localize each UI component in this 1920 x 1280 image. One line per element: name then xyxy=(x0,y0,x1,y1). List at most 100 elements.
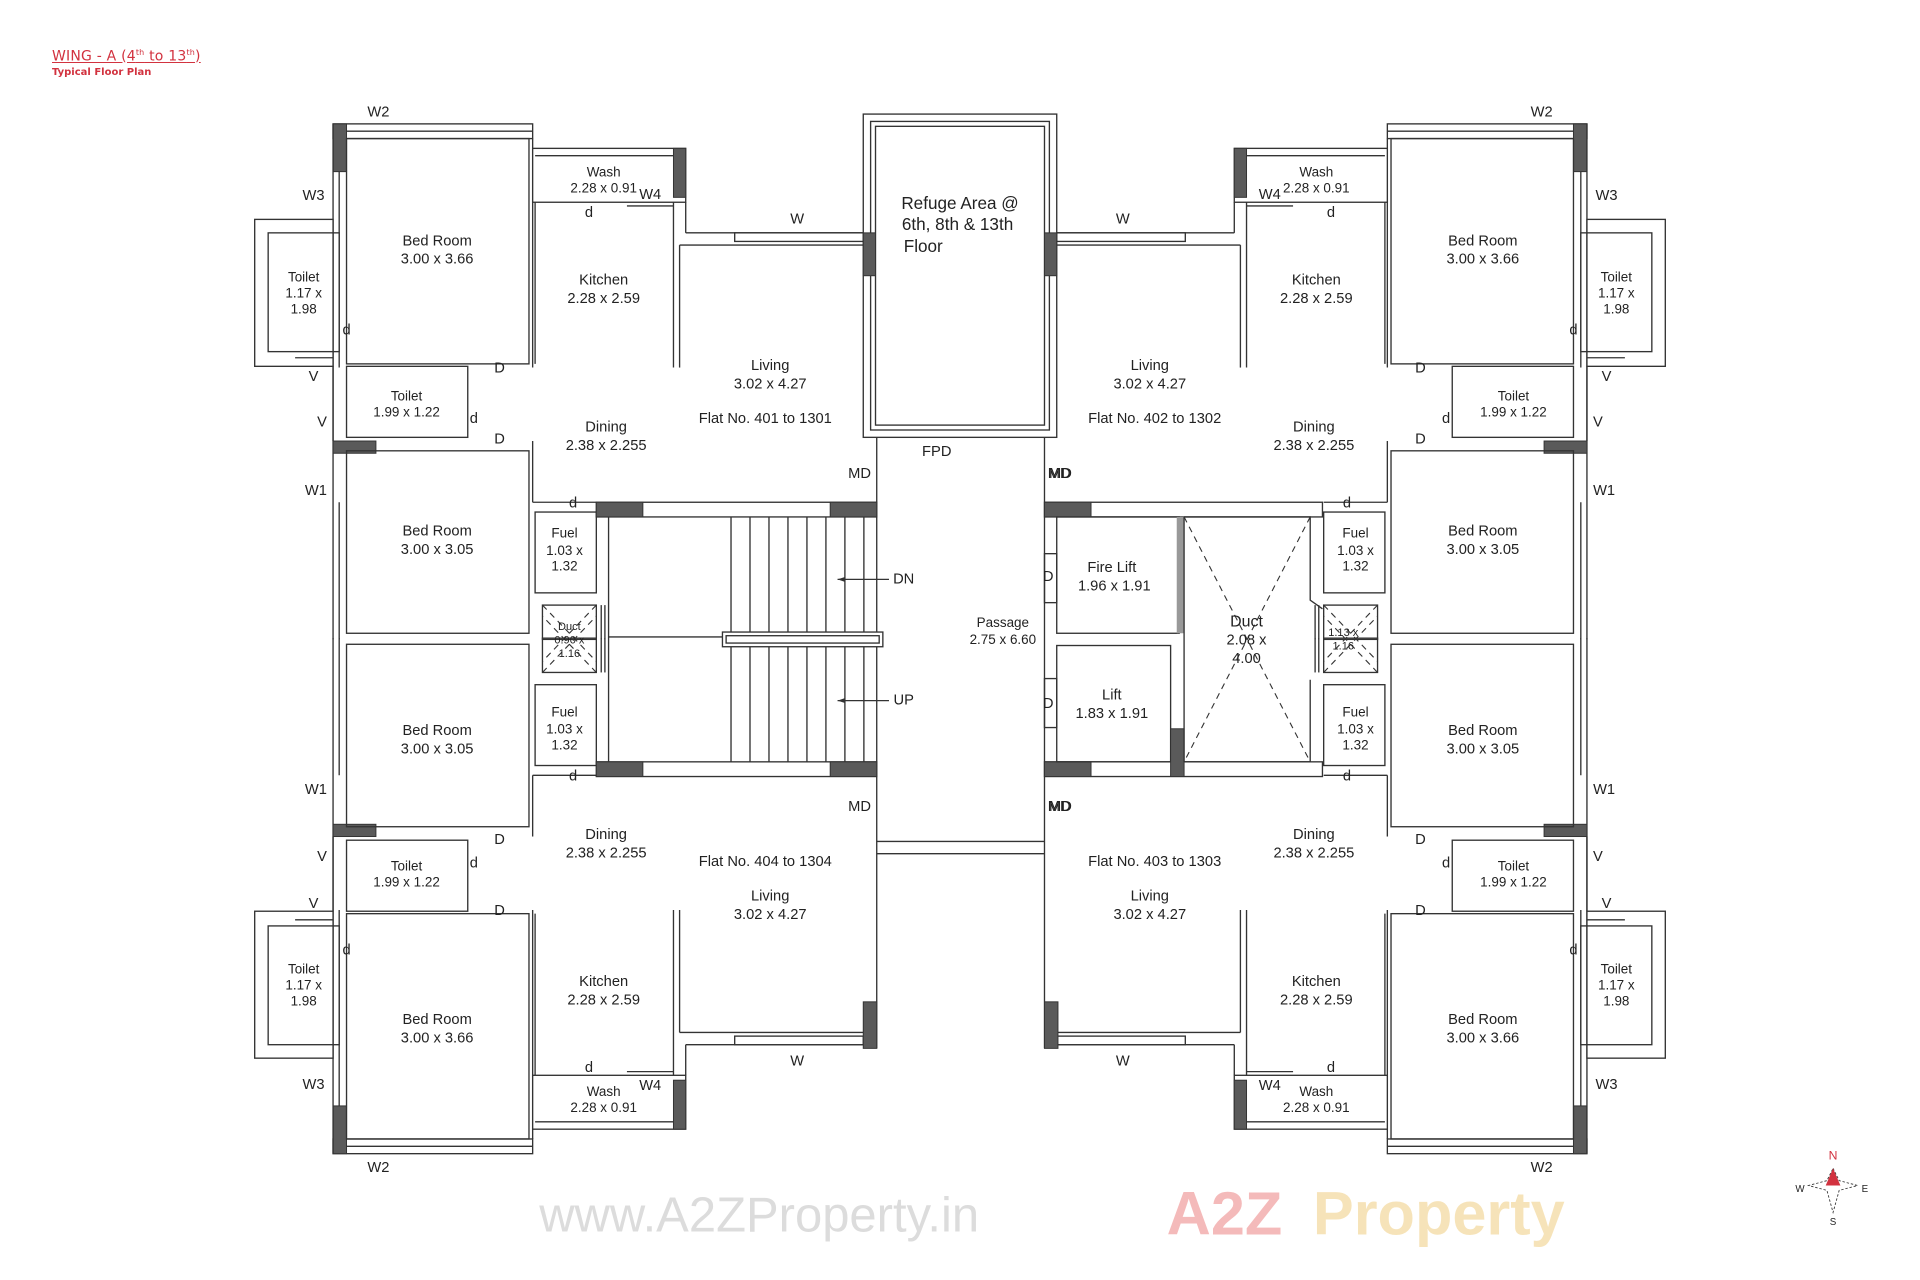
label-core-duct-name: Duct xyxy=(1230,613,1263,630)
label-flats-f404-living-dims: 3.02 x 4.27 xyxy=(734,907,807,923)
label-flats-f404-living-name: Living xyxy=(751,888,789,904)
label-flats-f403-kitchen-name: Kitchen xyxy=(1292,974,1341,990)
label-flats-f401-bed-a-dims: 3.00 x 3.66 xyxy=(401,252,474,268)
label-tags-d: d xyxy=(1442,855,1450,871)
label-tags-MD: MD xyxy=(1048,466,1071,482)
label-tags-d: d xyxy=(1569,942,1577,958)
label-core-passage-name: Passage xyxy=(977,615,1029,630)
label-flats-f402-toilet-a-dims1: 1.17 x xyxy=(1598,286,1635,301)
label-flats-f402-toilet-b-dims: 1.99 x 1.22 xyxy=(1480,404,1547,419)
core-walls xyxy=(862,437,1059,1049)
label-flats-f404-wash-name: Wash xyxy=(587,1084,621,1099)
label-tags-d: d xyxy=(569,495,577,511)
label-flats-f404-dining-dims: 2.38 x 2.255 xyxy=(566,846,647,862)
label-tags-d: d xyxy=(585,1060,593,1076)
refuge-area xyxy=(862,113,1058,439)
label-flats-f402-living-dims: 3.02 x 4.27 xyxy=(1113,377,1186,393)
label-tags-d: d xyxy=(342,942,350,958)
label-core-stair-up: UP xyxy=(893,692,914,708)
label-tags-W2: W2 xyxy=(367,105,389,121)
label-tags-d: d xyxy=(470,855,478,871)
label-flats-f402-wash-name: Wash xyxy=(1299,164,1333,179)
label-tags-d: d xyxy=(1569,323,1577,339)
label-flats-f404-dining-name: Dining xyxy=(585,827,627,843)
label-core-right-small-duct-dims2: 1.16 xyxy=(1333,641,1354,653)
label-flats-f402-toilet-b-name: Toilet xyxy=(1498,389,1530,404)
label-core-duct-dims1: 2.08 x xyxy=(1227,632,1268,648)
label-tags-V: V xyxy=(317,849,327,865)
label-flats-f401-fuel-dims1: 1.03 x xyxy=(546,543,583,558)
title-sup: th xyxy=(186,48,196,57)
label-flats-f401-fuel-dims2: 1.32 xyxy=(551,559,577,574)
label-tags-W4: W4 xyxy=(1259,187,1281,203)
label-flats-f401-bed-b-dims: 3.00 x 3.05 xyxy=(401,542,474,558)
label-flats-f403-fuel-dims1: 1.03 x xyxy=(1337,722,1374,737)
label-flats-f401-bed-a-name: Bed Room xyxy=(402,233,471,249)
label-flats-f404-toilet-b-name: Toilet xyxy=(391,859,423,874)
compass-east: E xyxy=(1862,1184,1869,1195)
label-flats-f401-toilet-a-dims2: 1.98 xyxy=(291,302,317,317)
label-flats-f401-living-dims: 3.02 x 4.27 xyxy=(734,377,807,393)
label-flats-f403-kitchen-dims: 2.28 x 2.59 xyxy=(1280,992,1353,1008)
label-tags-d: d xyxy=(342,323,350,339)
lift-core xyxy=(1043,501,1324,778)
label-flats-f403-bed-a-dims: 3.00 x 3.66 xyxy=(1447,1030,1520,1046)
compass-west: W xyxy=(1795,1184,1805,1195)
label-flats-f403-dining-name: Dining xyxy=(1293,827,1335,843)
label-tags-W: W xyxy=(1116,1054,1130,1070)
label-flats-f404-bed-a-name: Bed Room xyxy=(402,1012,471,1028)
label-tags-d: d xyxy=(569,768,577,784)
label-flats-f403-wash-name: Wash xyxy=(1299,1084,1333,1099)
label-core-small-duct-dims2: 1.16 xyxy=(559,648,580,660)
label-tags-W1: W1 xyxy=(305,782,327,798)
label-flats-f403-bed-b-dims: 3.00 x 3.05 xyxy=(1447,741,1520,757)
label-tags-D: D xyxy=(1415,361,1426,377)
label-tags-D: D xyxy=(494,832,505,848)
label-flats-f403-toilet-a-name: Toilet xyxy=(1601,962,1633,977)
label-flats-f403-dining-dims: 2.38 x 2.255 xyxy=(1273,846,1354,862)
label-flats-f401-toilet-a-dims1: 1.17 x xyxy=(285,286,322,301)
label-core-fire-lift-dims: 1.96 x 1.91 xyxy=(1078,579,1151,595)
label-tags-d: d xyxy=(1343,495,1351,511)
label-flats-f403-living-dims: 3.02 x 4.27 xyxy=(1113,907,1186,923)
label-flats-f404-toilet-a-dims1: 1.17 x xyxy=(285,977,322,992)
label-tags-d: d xyxy=(585,205,593,221)
watermark-logo-a2z: A2Z xyxy=(1167,1180,1283,1248)
label-flats-f404-fuel-name: Fuel xyxy=(551,704,577,719)
label-tags-W3: W3 xyxy=(1596,188,1618,204)
label-flats-f402-flat-no: Flat No. 402 to 1302 xyxy=(1088,411,1221,427)
label-flats-f402-fuel-name: Fuel xyxy=(1342,526,1368,541)
label-flats-f402-bed-a-name: Bed Room xyxy=(1448,233,1517,249)
label-flats-f402-fuel-dims2: 1.32 xyxy=(1342,559,1368,574)
label-flats-f402-toilet-a-dims2: 1.98 xyxy=(1603,302,1629,317)
label-flats-f404-bed-b-dims: 3.00 x 3.05 xyxy=(401,741,474,757)
label-tags-d: d xyxy=(1343,768,1351,784)
flat-walls-bottom-left xyxy=(254,615,864,1155)
label-tags-D: D xyxy=(494,432,505,448)
label-tags-W2: W2 xyxy=(367,1160,389,1176)
label-flats-f402-wash-dims: 2.28 x 0.91 xyxy=(1283,180,1350,195)
label-flats-f403-toilet-a-dims2: 1.98 xyxy=(1603,993,1629,1008)
title-text: ) xyxy=(195,48,201,65)
label-core-fpd: FPD xyxy=(922,444,951,460)
label-core-duct-dims2: 4.00 xyxy=(1232,651,1261,667)
label-tags-W1: W1 xyxy=(305,483,327,499)
label-flats-f403-fuel-dims2: 1.32 xyxy=(1342,737,1368,752)
staircase xyxy=(595,501,889,778)
title-text: WING - A (4 xyxy=(52,48,136,65)
label-flats-f402-dining-name: Dining xyxy=(1293,419,1335,435)
label-tags-D: D xyxy=(494,361,505,377)
label-tags-d: d xyxy=(470,411,478,427)
label-flats-f402-toilet-a-name: Toilet xyxy=(1601,270,1633,285)
watermark-logo-property: Property xyxy=(1313,1180,1565,1248)
label-flats-f401-dining-dims: 2.38 x 2.255 xyxy=(566,438,647,454)
label-tags-W4: W4 xyxy=(639,187,661,203)
label-tags-W2: W2 xyxy=(1531,105,1553,121)
label-flats-f404-kitchen-name: Kitchen xyxy=(579,974,628,990)
label-flats-f401-living-name: Living xyxy=(751,358,789,374)
label-tags-D: D xyxy=(1043,569,1054,585)
flat-walls-top-left xyxy=(254,123,864,663)
label-tags-MD: MD xyxy=(848,466,871,482)
watermark-logo: A2Z Property xyxy=(1167,1180,1565,1248)
